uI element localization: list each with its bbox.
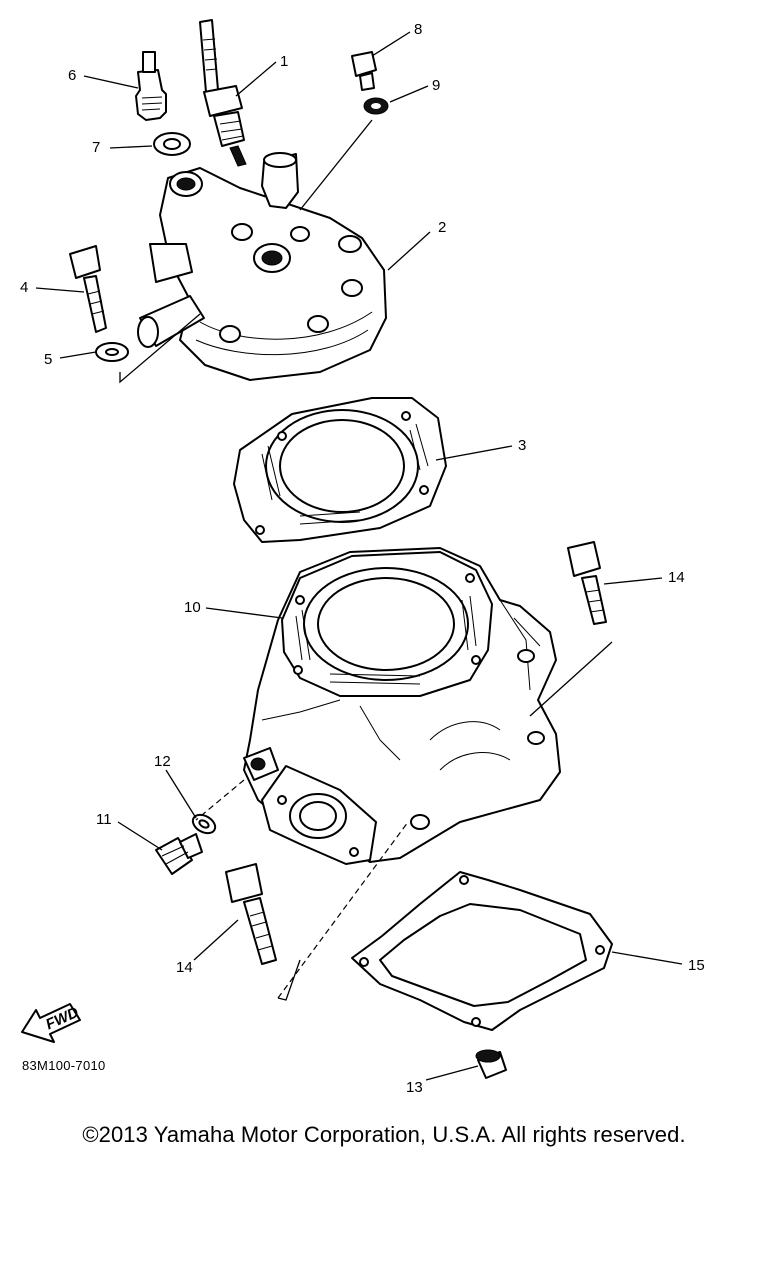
callout-15: 15 <box>688 957 705 974</box>
callout-numbers: 1 2 3 4 5 6 7 8 9 10 11 12 13 14 14 15 <box>20 21 705 1096</box>
part-2-cylinder-head[interactable] <box>137 152 387 381</box>
leader-lines <box>35 31 683 1081</box>
callout-2: 2 <box>438 219 446 236</box>
callout-3: 3 <box>518 437 526 454</box>
callout-7: 7 <box>92 139 100 156</box>
part-14-bolt-left[interactable] <box>225 863 277 965</box>
part-9-washer[interactable] <box>363 97 389 115</box>
callout-13: 13 <box>406 1079 423 1096</box>
fwd-arrow-icon: FWD <box>21 1003 81 1043</box>
part-14-bolt-right[interactable] <box>567 541 607 625</box>
exploded-parts-diagram: FWD 1 2 3 4 5 6 7 8 9 10 <box>20 19 705 1096</box>
callout-11: 11 <box>96 811 112 828</box>
callout-14-right: 14 <box>668 569 685 586</box>
drawing-code: 83M100-7010 <box>22 1058 106 1073</box>
copyright-notice: ©2013 Yamaha Motor Corporation, U.S.A. A… <box>82 1122 686 1147</box>
part-3-head-gasket[interactable] <box>233 397 447 543</box>
part-5-washer[interactable] <box>95 342 129 362</box>
part-15-base-gasket[interactable] <box>351 871 613 1031</box>
part-13-dowel-pin[interactable] <box>475 1049 507 1079</box>
part-4-bolt[interactable] <box>69 245 107 333</box>
callout-8: 8 <box>414 21 422 38</box>
callout-14-left: 14 <box>176 959 193 976</box>
callout-6: 6 <box>68 67 76 84</box>
callout-12: 12 <box>154 753 171 770</box>
part-10-cylinder[interactable] <box>243 547 561 865</box>
callout-4: 4 <box>20 279 28 296</box>
part-8-bolt[interactable] <box>351 51 377 91</box>
callout-10: 10 <box>184 599 201 616</box>
part-12-washer[interactable] <box>190 811 219 837</box>
part-6-sender[interactable] <box>135 51 167 121</box>
callout-5: 5 <box>44 351 52 368</box>
callout-1: 1 <box>280 53 288 70</box>
callout-9: 9 <box>432 77 440 94</box>
part-7-washer[interactable] <box>153 132 191 156</box>
part-11-plug-bolt[interactable] <box>155 833 203 875</box>
part-1-spark-plug[interactable] <box>199 19 247 167</box>
